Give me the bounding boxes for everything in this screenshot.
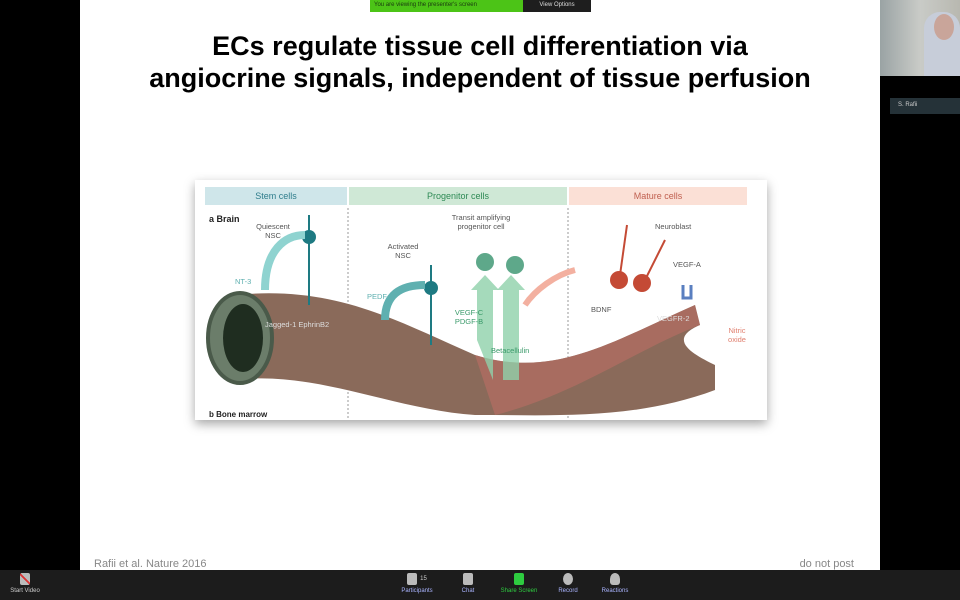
view-options-button[interactable]: View Options: [523, 0, 591, 12]
signal-arrow: [497, 275, 525, 380]
label-jagged: Jagged-1 EphrinB2: [265, 320, 330, 329]
do-not-post-note: do not post: [799, 558, 854, 570]
citation: Rafii et al. Nature 2016: [94, 558, 207, 570]
angiocrine-figure: Stem cells Progenitor cells Mature cells: [195, 180, 767, 420]
header-progenitor-cells: Progenitor cells: [349, 187, 567, 205]
activated-nsc-cell: [424, 281, 438, 295]
title-line-1: ECs regulate tissue cell differentiation…: [212, 31, 748, 61]
progenitor-cell: [476, 253, 494, 271]
neuroblast-process: [644, 239, 666, 281]
participants-button[interactable]: 15 Participants: [394, 573, 440, 594]
meeting-toolbar: Start Video 15 Participants Chat Share S…: [0, 570, 960, 600]
label-vegfc: VEGF-C PDGF-B: [454, 308, 484, 326]
participant-count: 15: [420, 576, 427, 582]
vessel-lumen: [223, 304, 263, 372]
record-label: Record: [558, 588, 578, 594]
label-quiescent-nsc: Quiescent NSC: [256, 222, 290, 240]
participant-head: [934, 14, 954, 40]
participants-icon: [407, 573, 418, 585]
share-screen-label: Share Screen: [500, 588, 538, 594]
label-nitric-oxide: Nitric oxide: [728, 326, 746, 344]
signal-arrow: [471, 275, 499, 380]
signal-arrow: [522, 267, 576, 307]
share-screen-button[interactable]: Share Screen: [496, 573, 542, 594]
video-off-icon: [20, 573, 30, 585]
screen-share-banner: You are viewing the presenter's screen V…: [370, 0, 591, 12]
chat-icon: [463, 573, 473, 585]
slide-title: ECs regulate tissue cell differentiation…: [80, 30, 880, 94]
share-screen-icon: [514, 573, 524, 585]
chat-button[interactable]: Chat: [445, 573, 491, 594]
reactions-button[interactable]: Reactions: [592, 573, 638, 594]
chat-label: Chat: [461, 588, 475, 594]
label-bdnf: BDNF: [591, 305, 612, 314]
signal-arrow: [261, 231, 306, 291]
label-nt3: NT-3: [235, 277, 252, 286]
label-vegfr2: VEGFR-2: [657, 314, 690, 323]
panel-a-label: a Brain: [209, 214, 240, 224]
vessel-branch: [475, 305, 700, 415]
signal-arrow: [381, 281, 426, 321]
neuroblast-cell: [610, 271, 628, 289]
vegfr2-receptor: [681, 285, 693, 300]
label-pedf: PEDF: [367, 292, 388, 301]
panel-b-label: b Bone marrow: [209, 410, 268, 419]
label-transit-amplifying: Transit amplifying progenitor cell: [451, 213, 511, 231]
participant-name: S. Rafii: [890, 98, 960, 114]
viewing-message: You are viewing the presenter's screen: [370, 0, 523, 12]
record-icon: [563, 573, 573, 585]
reactions-icon: [610, 573, 620, 585]
shared-slide: ECs regulate tissue cell differentiation…: [80, 0, 880, 570]
start-video-label: Start Video: [10, 588, 40, 594]
participant-video[interactable]: [880, 0, 960, 76]
record-button[interactable]: Record: [545, 573, 591, 594]
label-vegfa: VEGF-A: [673, 260, 701, 269]
label-activated-nsc: Activated NSC: [387, 242, 419, 260]
quiescent-nsc-cell: [302, 230, 316, 244]
blood-vessel: [235, 293, 715, 416]
start-video-button[interactable]: Start Video: [2, 573, 48, 594]
label-betacellulin: Betacellulin: [491, 346, 530, 355]
reactions-label: Reactions: [601, 588, 629, 594]
header-mature-cells: Mature cells: [569, 187, 747, 205]
participants-label: Participants: [401, 588, 433, 594]
header-stem-cells: Stem cells: [205, 187, 347, 205]
progenitor-cell: [506, 256, 524, 274]
neuroblast-cell: [633, 274, 651, 292]
neuroblast-process: [619, 224, 628, 276]
label-neuroblast: Neuroblast: [655, 222, 692, 231]
vessel-illustration: [206, 208, 715, 420]
title-line-2: angiocrine signals, independent of tissu…: [149, 63, 811, 93]
